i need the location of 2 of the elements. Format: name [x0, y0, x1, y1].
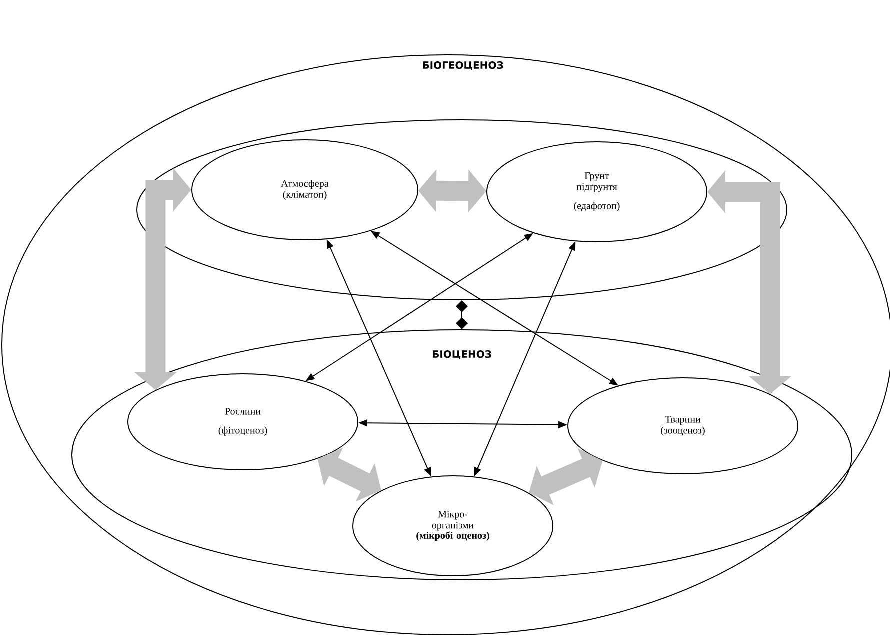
connector-line	[456, 300, 468, 330]
empty-ellipse	[136, 120, 788, 300]
